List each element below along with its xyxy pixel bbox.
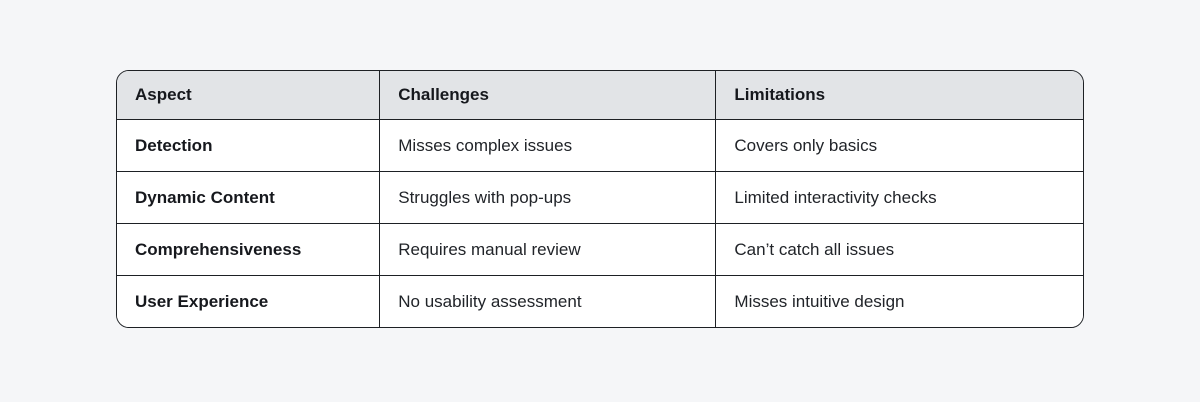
cell-challenges: Requires manual review	[379, 223, 717, 276]
comparison-table-container: Aspect Challenges Limitations Detection …	[116, 70, 1084, 328]
cell-challenges: Misses complex issues	[379, 119, 717, 172]
cell-aspect: Dynamic Content	[117, 171, 381, 224]
column-header-limitations: Limitations	[715, 71, 1083, 120]
cell-limitations: Limited interactivity checks	[715, 171, 1083, 224]
column-header-challenges: Challenges	[379, 71, 717, 120]
column-header-aspect: Aspect	[117, 71, 381, 120]
cell-aspect: Comprehensiveness	[117, 223, 381, 276]
table-row: User Experience No usability assessment …	[117, 275, 1083, 327]
header-row: Aspect Challenges Limitations	[117, 71, 1083, 120]
table-row: Comprehensiveness Requires manual review…	[117, 223, 1083, 276]
cell-aspect: User Experience	[117, 275, 381, 327]
cell-limitations: Covers only basics	[715, 119, 1083, 172]
cell-challenges: Struggles with pop-ups	[379, 171, 717, 224]
cell-challenges: No usability assessment	[379, 275, 717, 327]
table-row: Detection Misses complex issues Covers o…	[117, 119, 1083, 172]
table-row: Dynamic Content Struggles with pop-ups L…	[117, 171, 1083, 224]
cell-aspect: Detection	[117, 119, 381, 172]
cell-limitations: Can’t catch all issues	[715, 223, 1083, 276]
table-header: Aspect Challenges Limitations	[117, 71, 1083, 120]
table-body: Detection Misses complex issues Covers o…	[117, 119, 1083, 327]
comparison-table: Aspect Challenges Limitations Detection …	[117, 71, 1083, 327]
cell-limitations: Misses intuitive design	[715, 275, 1083, 327]
